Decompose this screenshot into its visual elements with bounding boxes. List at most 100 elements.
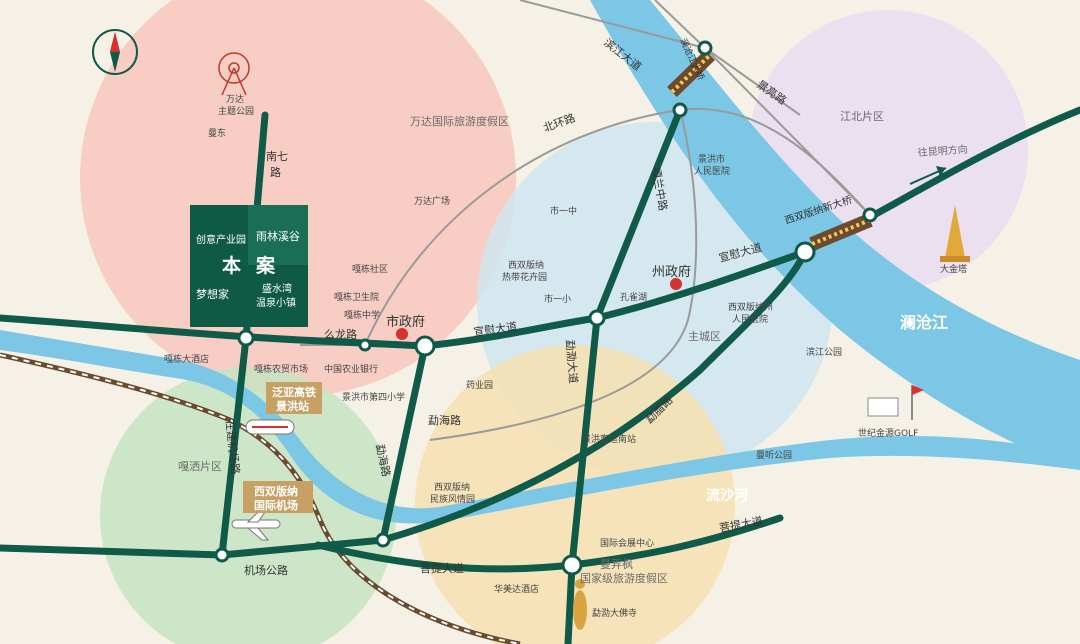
rail-station-line2: 景洪站	[275, 399, 309, 413]
junction-yaolong	[358, 338, 372, 352]
nanqi-road-label-2: 路	[270, 166, 281, 179]
towards-kunming-label: 往昆明方向	[917, 143, 968, 159]
huamei-hotel-label: 华美达酒店	[494, 583, 539, 595]
jh-school4-label: 景洪市第四小学	[342, 391, 405, 403]
ethnic-garden-label-1: 西双版纳	[434, 481, 470, 493]
airport-line1: 西双版纳	[254, 484, 298, 498]
menglong-avenue-line	[564, 106, 684, 644]
zone-zhucheng-label: 主城区	[688, 330, 721, 343]
peacock-lake-label: 孔雀湖	[620, 291, 647, 303]
rail-station-tag[interactable]: 泛亚高铁 景洪站	[266, 382, 322, 414]
galan-middle-label: 嘎栋中学	[344, 309, 380, 321]
project-top-right: 雨林溪谷	[256, 229, 300, 243]
junction-bridge-west	[794, 241, 816, 263]
project-title-right: 案	[255, 254, 276, 277]
jh-hospital-label-1: 景洪市	[698, 153, 725, 165]
wanda-park-label-1: 万达	[226, 93, 244, 105]
galan-clinic-label: 嘎栋卫生院	[334, 291, 379, 303]
airport-tag[interactable]: 西双版纳 国际机场	[243, 481, 313, 513]
project-bottom-right-1: 盛水湾	[262, 282, 292, 295]
puti-avenue-label-west: 菩提大道	[420, 561, 464, 575]
beihuan-road-label: 北环路	[542, 111, 577, 135]
zone-menghan2-label: 国家级旅游度假区	[580, 571, 668, 585]
zone-wanda-label: 万达国际旅游度假区	[410, 114, 509, 128]
airport-line2: 国际机场	[254, 498, 298, 512]
mandong-label: 曼东	[208, 127, 226, 139]
junction-menglong-puti	[561, 554, 583, 576]
golf-cart-icon	[867, 385, 924, 420]
zone-wanda-circle	[80, 0, 516, 396]
junction-binjiang	[697, 40, 713, 56]
mantin-park-label: 曼听公园	[756, 450, 792, 461]
project-bottom-left: 梦想家	[196, 287, 229, 301]
project-top-left: 创意产业园	[196, 233, 246, 246]
poi-labels: 万达 主题公园 曼东 万达广场 嘎栋社区 嘎栋卫生院 嘎栋中学 嘎栋大酒店 嘎栋…	[164, 93, 967, 619]
menglalu-line	[379, 248, 809, 544]
galan-hotel-label: 嘎栋大酒店	[164, 353, 209, 365]
zone-menghan-label: 曼弄枫	[600, 557, 633, 571]
project-block-highlight	[248, 205, 308, 265]
railway-line-ties	[0, 354, 521, 644]
medicine-garden-label: 药业园	[466, 380, 493, 391]
wanda-plaza-label: 万达广场	[414, 195, 450, 207]
xsbn-new-bridge	[809, 213, 873, 251]
junction-citygov	[414, 335, 436, 357]
ethnic-garden-label-2: 民族风情园	[430, 493, 475, 505]
bridges	[667, 49, 873, 251]
city-gov-label: 市政府	[386, 314, 425, 330]
yaolong-road-label: 么龙路	[324, 328, 357, 341]
junction-nanqi-xuanwei	[237, 329, 255, 347]
ferris-wheel-icon	[218, 52, 250, 96]
junction-menglong-xuanwei	[588, 309, 606, 327]
zone-labels: 万达国际旅游度假区 江北片区 主城区 嘎洒片区 曼弄枫 国家级旅游度假区	[178, 110, 884, 585]
big-buddha-icon	[573, 579, 587, 630]
gov-star-icon	[396, 278, 682, 340]
junction-bridge-east	[862, 207, 878, 223]
compass-icon	[92, 29, 138, 75]
project-bottom-right-2: 温泉小镇	[256, 296, 296, 309]
jichang-road-label: 机场公路	[244, 563, 288, 577]
galan-community-label: 嘎栋社区	[352, 263, 388, 275]
bus-station-label: 景洪客运南站	[582, 433, 636, 445]
kunming-arrow-icon	[909, 166, 947, 185]
wanda-park-label-2: 主题公园	[218, 105, 254, 117]
xsbn-hospital-label-2: 人民医院	[732, 313, 768, 325]
zone-jiangbei-label: 江北片区	[840, 110, 884, 123]
menghai-road-label: 勐海路	[373, 443, 394, 478]
binjiang-park-label: 滨江公园	[806, 346, 842, 358]
pref-gov-label: 州政府	[652, 265, 691, 280]
xuanwei-avenue-label-west: 宣慰大道	[472, 319, 518, 339]
menghai-road-line	[379, 342, 429, 544]
golden-pagoda-label: 大金塔	[940, 263, 967, 275]
zone-galan-label: 嘎洒片区	[178, 460, 222, 473]
liusha-river-label: 流沙河	[706, 487, 748, 504]
jh-hospital-label-2: 人民医院	[694, 165, 730, 177]
flower-garden-label-2: 热带花卉园	[502, 271, 547, 283]
menglong-avenue-label: 勐泐大道	[563, 339, 581, 384]
no1-middle-label: 市一中	[550, 205, 577, 217]
liusha-river	[0, 330, 1080, 524]
lancang-river-label: 澜沧江	[900, 313, 948, 332]
train-icon	[245, 419, 295, 435]
galanzhong-road-line	[429, 109, 698, 441]
big-buddha-label: 勐泐大佛寺	[592, 607, 637, 619]
lancang-bridge	[667, 49, 715, 98]
jichang-avenue-label: 在建机场路	[223, 419, 243, 475]
galan-market-label: 嘎栋农贸市场	[254, 363, 308, 375]
junction-airport-nanqi	[214, 547, 230, 563]
flower-garden-label-1: 西双版纳	[508, 259, 544, 271]
junction-menghai-airport	[375, 532, 391, 548]
project-title-left: 本	[222, 254, 241, 277]
junction-beihuan	[672, 102, 688, 118]
rail-station-line1: 泛亚高铁	[272, 385, 316, 399]
agri-bank-label: 中国农业银行	[324, 363, 378, 375]
nanqi-road-label-1: 南七	[266, 150, 288, 163]
golden-pagoda-icon	[940, 205, 970, 262]
xsbn-hospital-label-1: 西双版纳州	[728, 301, 773, 313]
expo-center-label: 国际会展中心	[600, 537, 654, 549]
menghai-road2-label: 勐海路	[428, 413, 461, 427]
no1-primary-label: 市一小	[544, 293, 571, 305]
golf-label: 世纪金源GOLF	[858, 427, 918, 439]
project-block[interactable]: 创意产业园 雨林溪谷 本 案 梦想家 盛水湾 温泉小镇	[190, 205, 308, 327]
